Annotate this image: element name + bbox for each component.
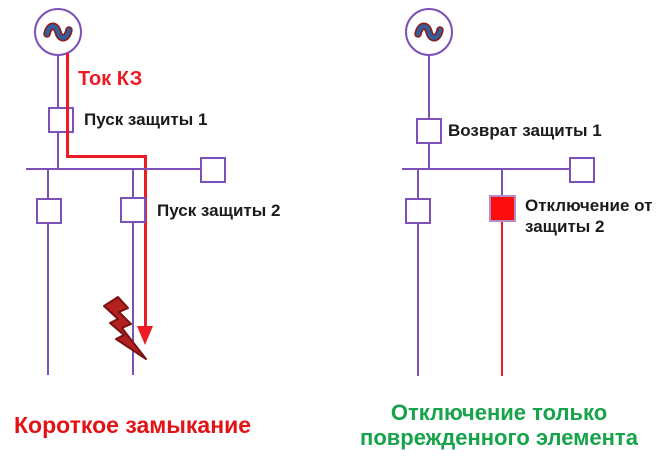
branch1-line — [417, 168, 419, 376]
lightning-bolt-icon — [103, 296, 147, 360]
protection1-label: Возврат защиты 1 — [448, 121, 602, 140]
branch2-line — [132, 168, 134, 375]
breaker-protection2 — [120, 197, 146, 223]
tripped-breaker-protection2 — [489, 195, 516, 222]
fault-current-line-vertical1 — [66, 53, 69, 158]
sine-wave-icon — [43, 22, 73, 42]
breaker-protection1 — [48, 107, 74, 133]
breaker-protection1 — [416, 118, 442, 144]
feeder-line — [428, 54, 430, 169]
branch1-breaker — [36, 198, 62, 224]
protection1-label: Пуск защиты 1 — [84, 110, 208, 129]
protection2-label-line1: Отключение от — [525, 196, 653, 215]
protection2-label: Пуск защиты 2 — [157, 201, 281, 220]
fault-current-arrowhead-icon — [137, 326, 153, 345]
fault-current-line-vertical2 — [144, 155, 147, 327]
branch2-line-upper — [501, 168, 503, 196]
fault-current-line-horizontal — [66, 155, 147, 158]
bus-end-breaker — [569, 157, 595, 183]
busbar-line — [402, 168, 571, 170]
right-caption: Отключение только поврежденного элемента — [334, 400, 660, 450]
fault-current-label: Ток КЗ — [78, 68, 143, 90]
generator-source-icon — [405, 8, 453, 56]
right-caption-line1: Отключение только — [390, 400, 608, 425]
generator-source-icon — [34, 8, 82, 56]
protection2-label-line2: защиты 2 — [525, 217, 605, 236]
protection2-label: Отключение от защиты 2 — [525, 195, 652, 237]
sine-wave-icon — [414, 22, 444, 42]
busbar-line — [26, 168, 202, 170]
right-caption-line2: поврежденного элемента — [360, 425, 638, 450]
bus-end-breaker — [200, 157, 226, 183]
branch1-line — [47, 168, 49, 375]
branch1-breaker — [405, 198, 431, 224]
disconnected-line — [501, 222, 503, 376]
left-caption: Короткое замыкание — [14, 412, 252, 438]
